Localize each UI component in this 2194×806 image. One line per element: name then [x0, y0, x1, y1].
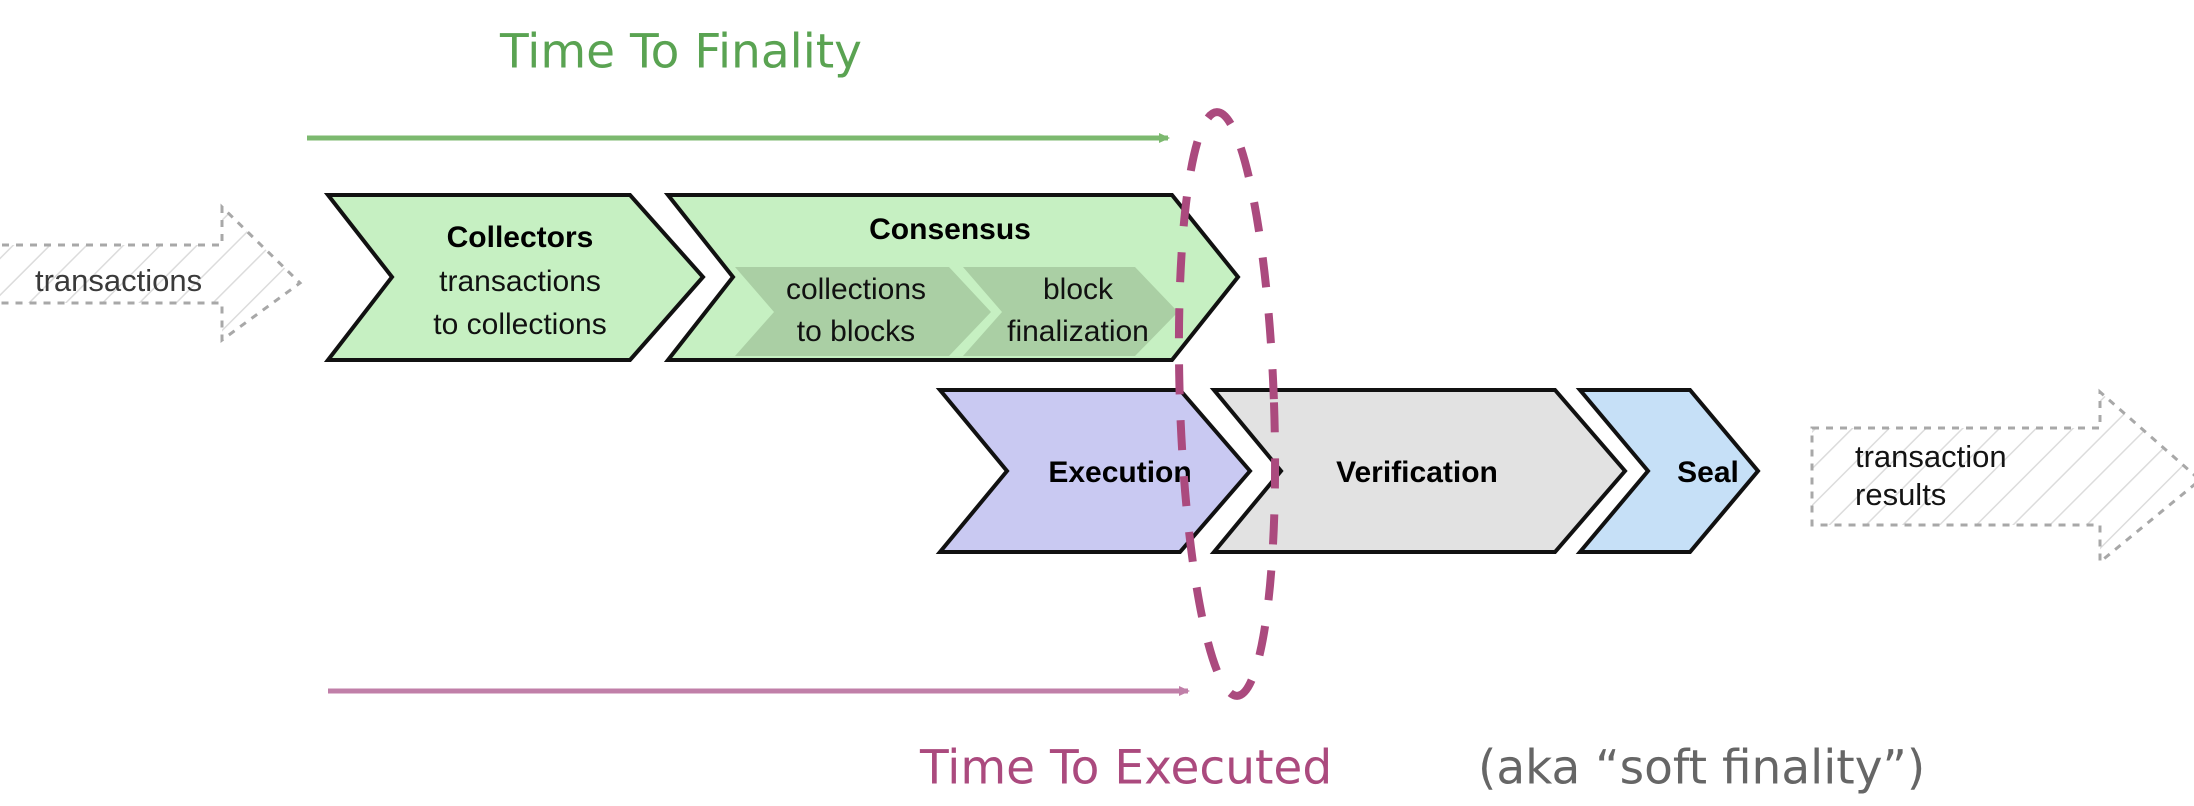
verification-title: Verification	[1336, 456, 1498, 489]
seal-chevron-shape	[1575, 388, 1761, 554]
collectors-subtitle-line2: to collections	[433, 308, 606, 341]
stage-execution[interactable]: Execution	[935, 388, 1253, 554]
collections-to-blocks-line2: to blocks	[797, 315, 915, 348]
output-arrow-shape	[1810, 388, 2194, 566]
time-to-finality-title: Time To Finality	[499, 25, 862, 80]
output-transaction-results-arrow: transaction results	[1810, 388, 2194, 566]
stage-consensus[interactable]: Consensus collections to blocks block fi…	[663, 193, 1241, 362]
stage-verification[interactable]: Verification	[1209, 388, 1628, 554]
collectors-chevron-shape	[323, 193, 706, 362]
block-finalization-line2: finalization	[1007, 315, 1149, 348]
block-finalization-line1: block	[1043, 273, 1114, 306]
input-arrow-label: transactions	[35, 263, 202, 298]
stage-collectors[interactable]: Collectors transactions to collections	[323, 193, 706, 362]
input-transactions-arrow: transactions	[0, 203, 303, 343]
block-finalization-shape	[963, 267, 1178, 356]
seal-title: Seal	[1677, 456, 1739, 489]
collectors-subtitle-line1: transactions	[439, 265, 601, 298]
collectors-title: Collectors	[447, 221, 594, 254]
time-to-executed-subtitle: (aka “soft finality”)	[1478, 741, 1925, 796]
time-to-executed-title: Time To Executed	[919, 741, 1332, 796]
verification-chevron-shape	[1209, 388, 1628, 554]
consensus-substage-block-finalization[interactable]: block finalization	[963, 267, 1178, 356]
stage-seal[interactable]: Seal	[1575, 388, 1761, 554]
collections-to-blocks-line1: collections	[786, 273, 926, 306]
output-arrow-label-line1: transaction	[1855, 439, 2007, 474]
execution-title: Execution	[1048, 456, 1191, 489]
input-arrow-shape	[0, 203, 303, 343]
finality-boundary-ellipse	[1174, 108, 1280, 700]
output-arrow-label-line2: results	[1855, 477, 1946, 512]
collections-to-blocks-shape	[735, 267, 991, 356]
consensus-title: Consensus	[869, 213, 1031, 246]
consensus-substage-collections-to-blocks[interactable]: collections to blocks	[735, 267, 991, 356]
finality-boundary-shape	[1174, 108, 1280, 700]
